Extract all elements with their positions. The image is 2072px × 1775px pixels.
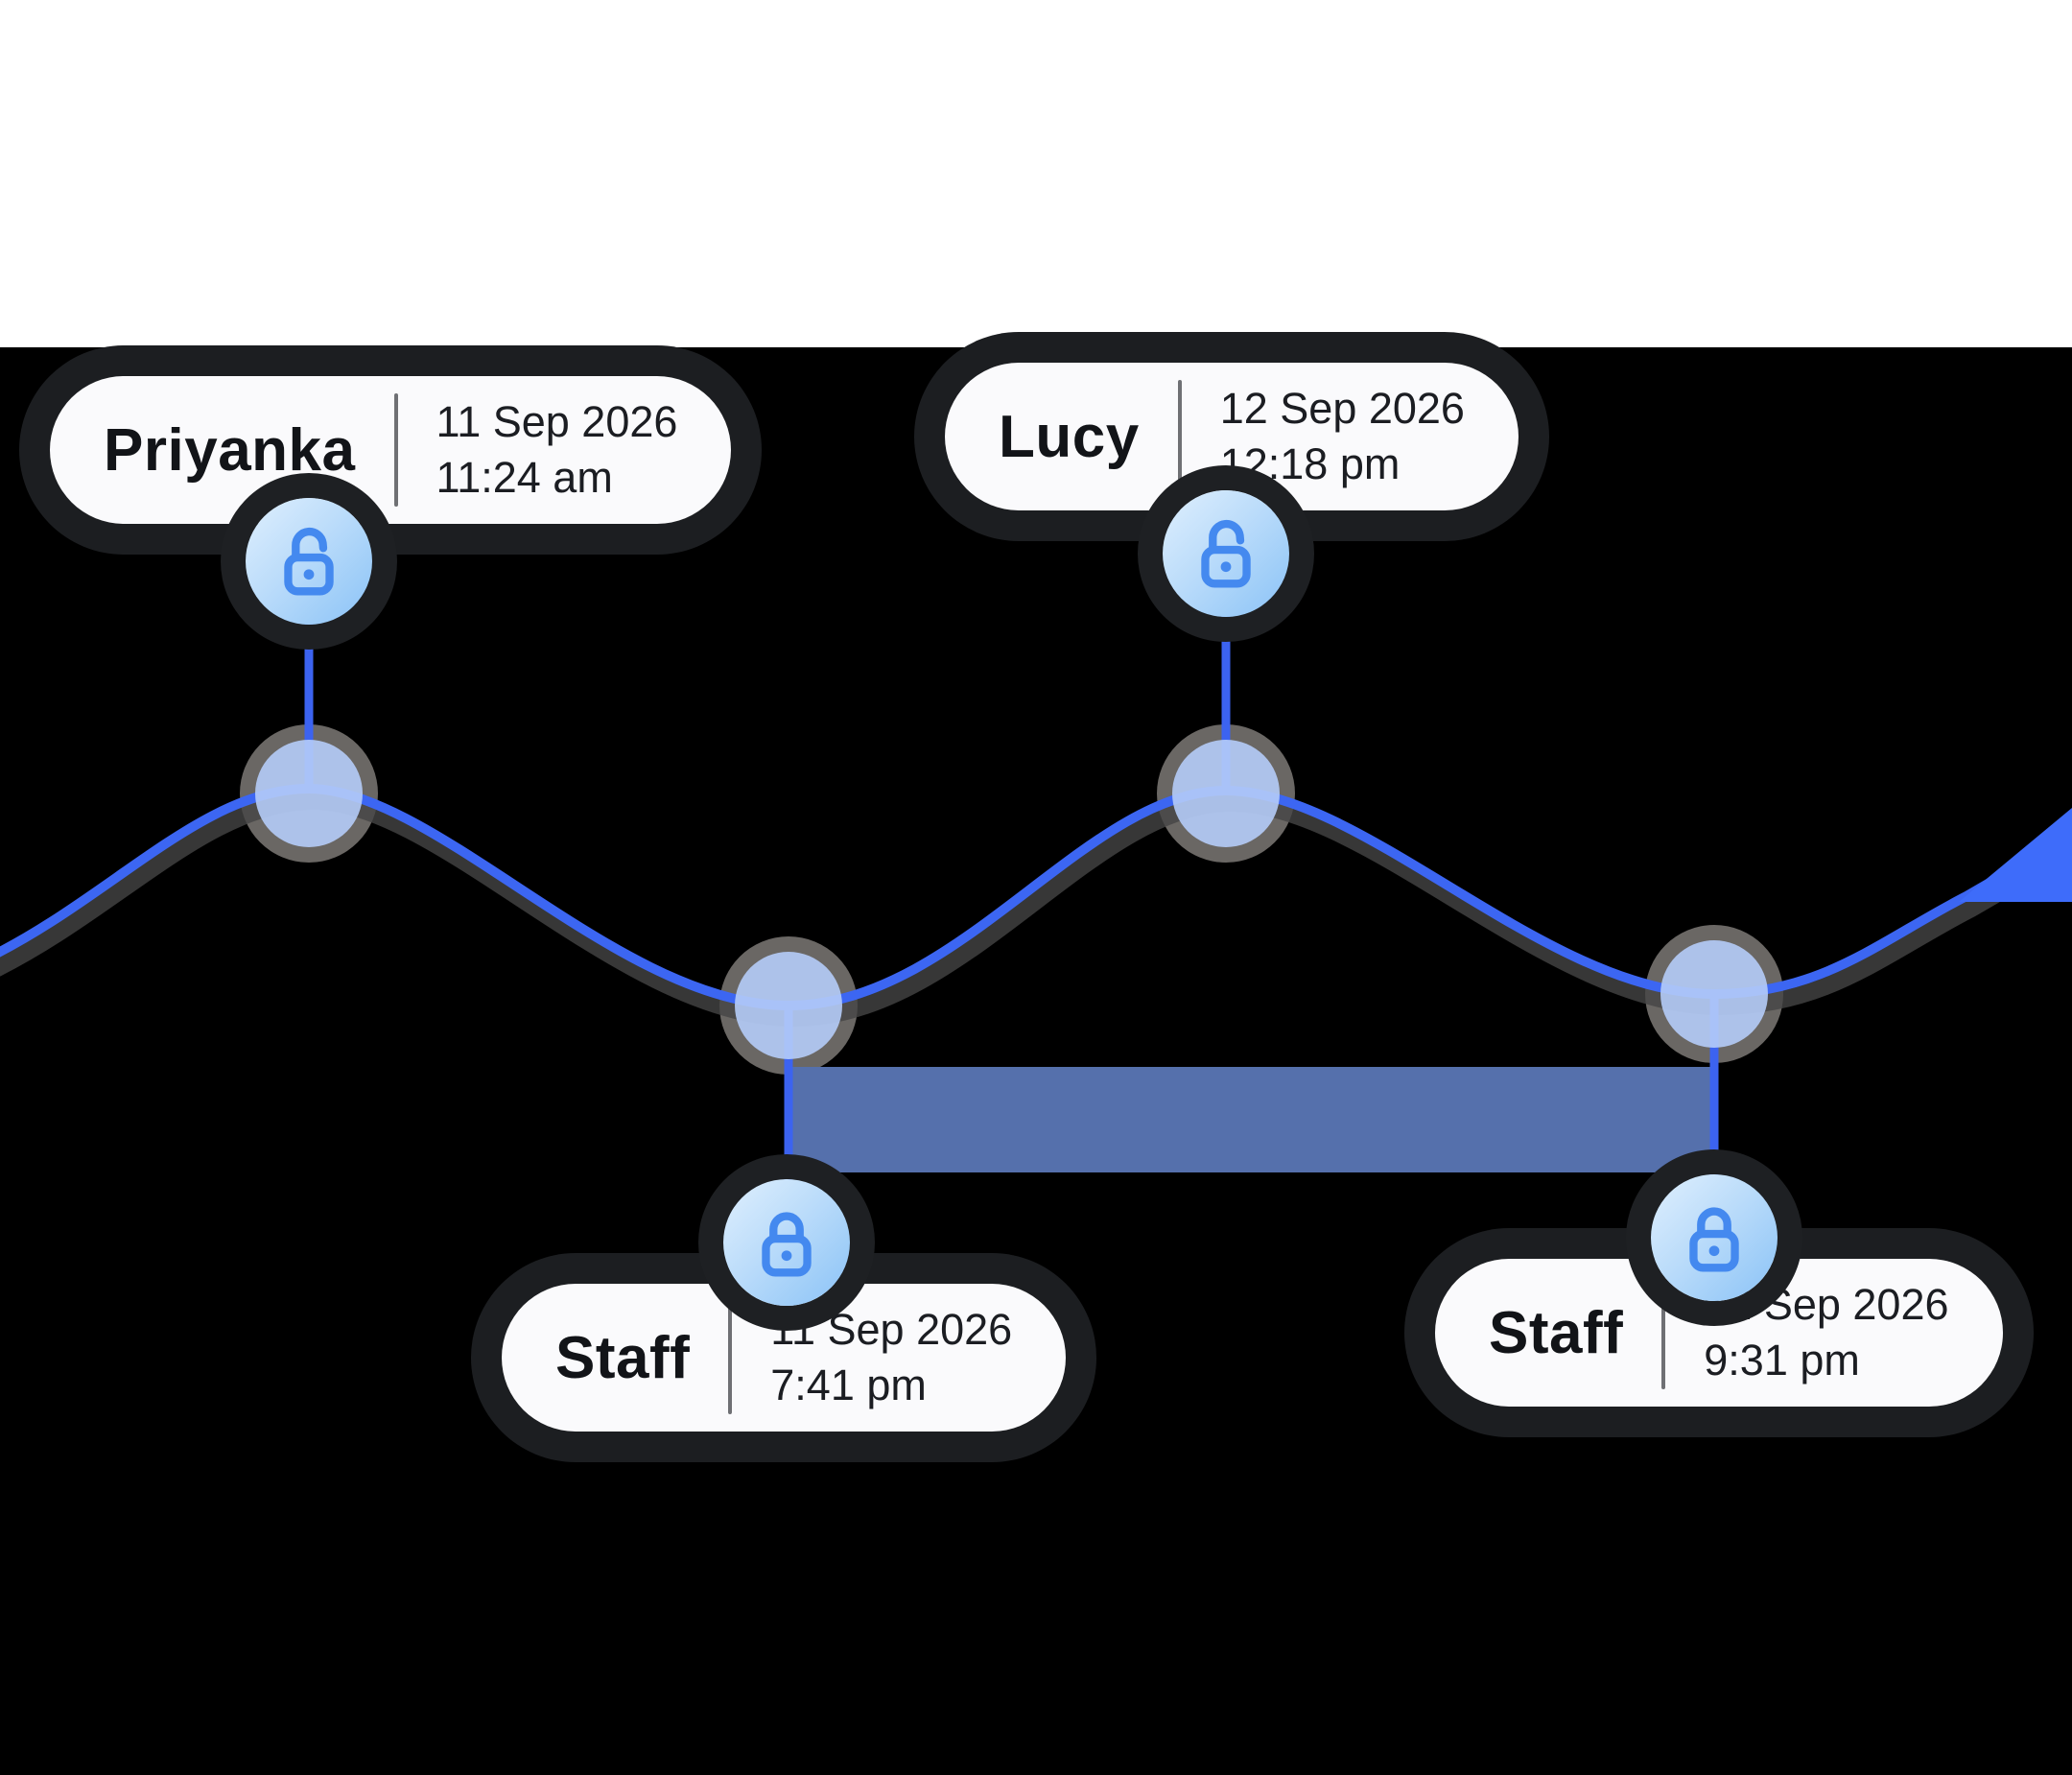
lock-closed-icon	[762, 1212, 812, 1277]
wave-node-staff-1[interactable]	[735, 952, 842, 1059]
event-date: 11 Sep 2026	[436, 396, 678, 446]
event-card-staff-1[interactable]: Staff 11 Sep 2026 7:41 pm	[502, 1284, 1067, 1432]
wave-arrowhead	[1959, 808, 2072, 902]
wave-node-lucy[interactable]	[1172, 740, 1280, 847]
wave-node-staff-2[interactable]	[1660, 940, 1768, 1048]
divider	[1177, 380, 1182, 493]
event-time: 7:41 pm	[770, 1361, 927, 1409]
divider	[393, 393, 398, 507]
lock-toggle-lucy[interactable]	[1163, 490, 1289, 617]
locked-range-bar	[789, 1067, 1714, 1172]
wave-node-priyanka[interactable]	[255, 740, 363, 847]
event-name: Staff	[1489, 1299, 1624, 1366]
lock-open-icon	[1201, 519, 1251, 588]
event-card-lucy[interactable]: Lucy 12 Sep 2026 12:18 pm	[945, 363, 1519, 510]
event-name: Lucy	[999, 403, 1140, 470]
event-name: Priyanka	[104, 416, 356, 484]
lock-toggle-staff-2[interactable]	[1651, 1174, 1778, 1301]
divider	[1661, 1276, 1666, 1389]
lock-toggle-staff-1[interactable]	[723, 1179, 850, 1306]
event-datetime: 12 Sep 2026 12:18 pm	[1220, 381, 1465, 493]
event-datetime: 11 Sep 2026 7:41 pm	[770, 1302, 1012, 1414]
lock-open-icon	[284, 527, 334, 596]
event-time: 11:24 am	[436, 453, 613, 502]
event-datetime: 11 Sep 2026 11:24 am	[436, 394, 678, 507]
lock-toggle-priyanka[interactable]	[246, 498, 372, 625]
wave-nodes	[255, 740, 1768, 1059]
event-time: 9:31 pm	[1704, 1336, 1860, 1384]
top-white-band	[0, 0, 2072, 347]
event-name: Staff	[555, 1324, 691, 1391]
divider	[728, 1301, 733, 1414]
lock-closed-icon	[1689, 1207, 1739, 1272]
event-time: 12:18 pm	[1219, 439, 1401, 488]
event-date: 12 Sep 2026	[1219, 383, 1465, 433]
event-card-priyanka[interactable]: Priyanka 11 Sep 2026 11:24 am	[50, 376, 732, 524]
event-date: 11 Sep 2026	[770, 1304, 1013, 1354]
